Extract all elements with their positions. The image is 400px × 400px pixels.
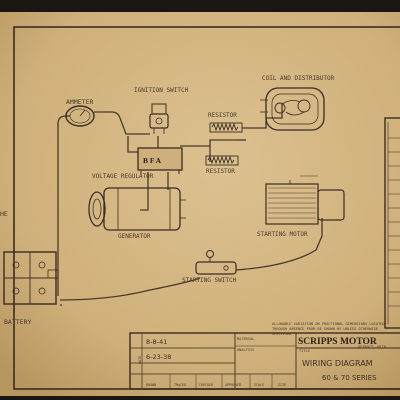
coil-and-distributor — [260, 87, 325, 131]
drawing-subtitle: 60 & 70 SERIES — [322, 374, 377, 382]
generator — [88, 187, 186, 231]
svg-text:ALLOWABLE VARIATION ON FRACTIO: ALLOWABLE VARIATION ON FRACTIONAL DIMENS… — [272, 322, 385, 326]
company-location: DETROIT, MICH — [358, 345, 386, 349]
title-block — [129, 332, 400, 390]
company-name: SCRIPPS MOTOR — [298, 337, 377, 347]
revision-block — [384, 117, 400, 329]
resistor-bottom-label: RESISTOR — [206, 168, 235, 175]
battery — [3, 251, 59, 305]
coil-distributor-label: COIL AND DISTRIBUTOR — [262, 75, 335, 82]
starting-switch-label: STARTING SWITCH — [182, 277, 237, 284]
date-2: 6-23-38 — [146, 353, 171, 361]
tolerance-note: ALLOWABLE VARIATION ON FRACTIONAL DIMENS… — [272, 322, 385, 336]
svg-text:APPROVED: APPROVED — [225, 383, 241, 387]
title-label: TITLE — [299, 349, 310, 353]
voltage-regulator — [137, 147, 183, 174]
generator-label: GENERATOR — [118, 233, 151, 240]
ammeter — [65, 105, 95, 127]
battery-label: BATTERY — [4, 318, 31, 326]
resistor-top — [209, 122, 243, 133]
svg-text:CHECKED: CHECKED — [199, 383, 213, 387]
title-block-row-labels: DRAWN TRACED CHECKED APPROVED SCALE SIZE — [146, 383, 286, 387]
svg-text:SPECIFIED: SPECIFIED — [272, 332, 291, 336]
date-1: 8-8-41 — [146, 338, 167, 346]
dates-label: DATE — [138, 356, 142, 364]
resistor-bottom — [205, 155, 239, 166]
resistor-top-label: RESISTOR — [208, 112, 237, 119]
svg-text:SIZE: SIZE — [278, 383, 286, 387]
svg-text:DRAWN: DRAWN — [146, 383, 156, 387]
svg-text:SCALE: SCALE — [254, 383, 264, 387]
ignition-switch-label: IGNITION SWITCH — [134, 87, 189, 94]
voltage-regulator-label: VOLTAGE REGULATOR — [92, 173, 154, 180]
regulator-terminals: B F A — [143, 156, 162, 165]
ammeter-label: AMMETER — [66, 98, 93, 106]
drawing-title: WIRING DIAGRAM — [302, 359, 373, 368]
svg-text:TRACED: TRACED — [174, 383, 186, 387]
analysis-label: ANALYSIS — [237, 348, 254, 352]
svg-text:THROUGH ABSENCE FROM BE SHOWN: THROUGH ABSENCE FROM BE SHOWN BY UNLESS … — [272, 327, 378, 331]
starting-motor — [265, 175, 345, 225]
left-partial-label: HE — [0, 210, 8, 218]
starting-motor-label: STARTING MOTOR — [257, 231, 308, 238]
material-label: MATERIAL — [237, 337, 254, 341]
ignition-switch — [149, 103, 169, 134]
starting-switch — [195, 250, 237, 275]
